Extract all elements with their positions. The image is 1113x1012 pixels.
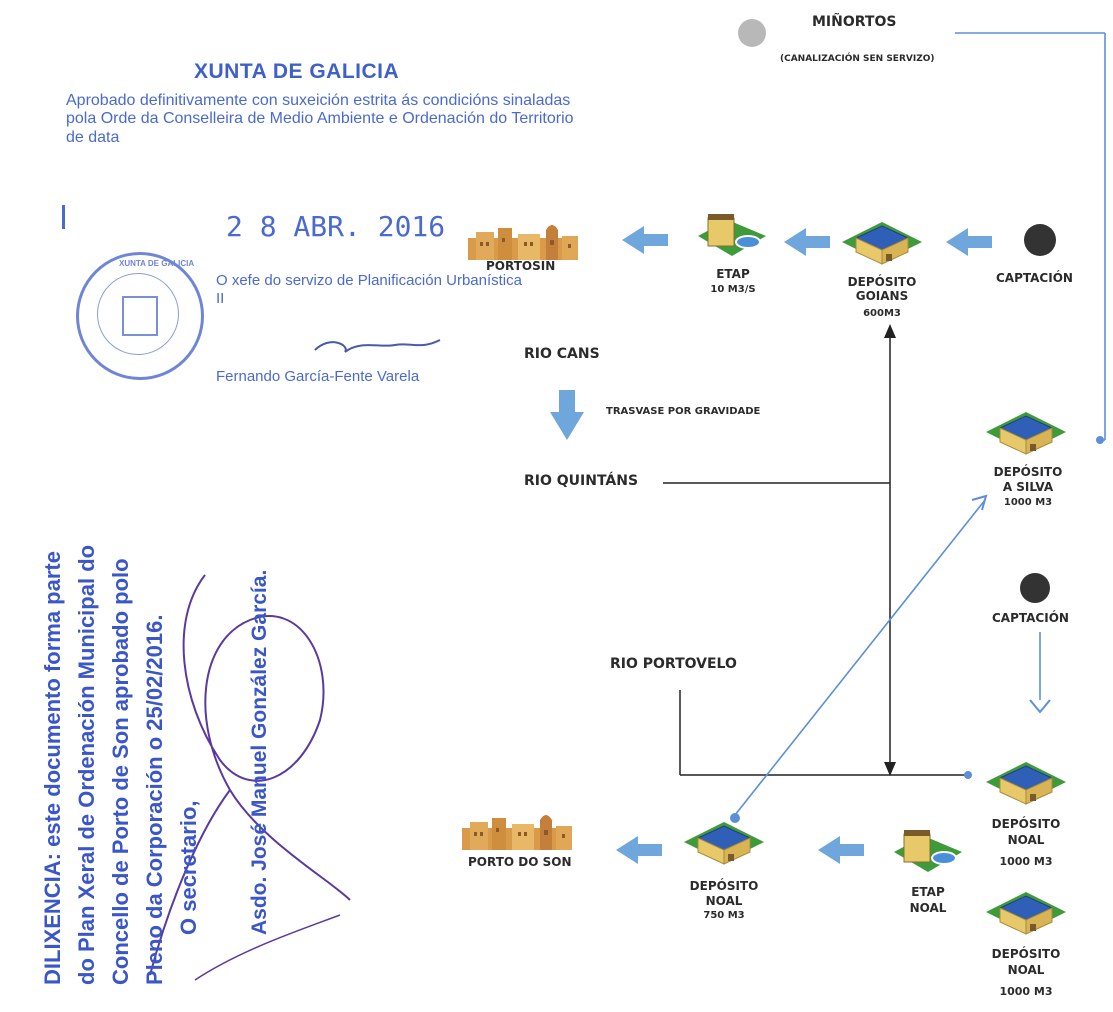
diligencia-signature: Asdo. José Manuel González García. — [248, 569, 271, 935]
diligencia-line-4: Pleno da Corporación o 25/02/2016. — [142, 614, 167, 985]
seal-inner-ring — [97, 273, 179, 355]
noal-r1-capacity: 1000 M3 — [999, 855, 1053, 868]
arrow-to-porto-do-son — [616, 836, 662, 864]
noal-r2-capacity: 1000 M3 — [999, 985, 1053, 998]
rio-cans-label: RIO CANS — [524, 346, 600, 362]
up-arrowhead — [884, 324, 896, 338]
stamp-approval-text: Aprobado definitivamente con suxeición e… — [66, 92, 574, 146]
seal-emblem-icon — [122, 296, 158, 336]
stamp-date: 2 8 ABR. 2016 — [226, 210, 446, 243]
diligencia-line-3: Concello de Porto de Son aprobado polo — [108, 558, 133, 985]
arrow-to-goians — [946, 228, 992, 256]
noal-r2-label-2: NOAL — [1007, 963, 1045, 977]
etap-noal-label-1: ETAP — [911, 885, 945, 899]
arrow-to-noal-750 — [818, 836, 864, 864]
portosin-town-icon — [468, 225, 578, 260]
diligencia-line-2: do Plan Xeral de Ordenación Municipal do — [74, 544, 99, 985]
goians-capacity: 600M3 — [863, 308, 901, 319]
etap-noal-label-2: NOAL — [909, 901, 947, 915]
etap-top-label: ETAP — [716, 267, 750, 281]
stamp-tick — [62, 205, 65, 229]
minortos-label: MIÑORTOS — [812, 14, 897, 30]
captacion-right-label: CAPTACIÓN — [992, 611, 1069, 625]
captacion-top-dot — [1024, 224, 1056, 256]
arrow-to-etap-top — [784, 228, 830, 256]
diligencia-label: DILIXENCIA: — [40, 853, 65, 985]
down-arrowhead — [884, 762, 896, 776]
portosin-label: PORTOSIN — [486, 259, 556, 273]
noal-r2-depot-icon — [985, 891, 1067, 935]
silva-label-1: DEPÓSITO — [993, 465, 1063, 479]
captacion-top-label: CAPTACIÓN — [996, 271, 1073, 285]
porto-do-son-town-icon — [462, 815, 572, 850]
arrow-to-portosin — [622, 226, 668, 254]
etap-noal-icon — [893, 829, 963, 873]
trasvase-label: TRASVASE POR GRAVIDADE — [606, 406, 761, 417]
stamp-signer-name: Fernando García-Fente Varela — [216, 368, 420, 385]
silva-label-2: A SILVA — [1002, 480, 1054, 494]
diligencia-line-1-text: este documento forma parte — [40, 551, 65, 847]
official-seal: XUNTA DE GALICIA — [76, 252, 204, 380]
minortos-note: (CANALIZACIÓN SEN SERVIZO) — [780, 54, 935, 64]
porto-do-son-label: PORTO DO SON — [468, 855, 572, 869]
signature-stamp — [314, 339, 441, 353]
noal-750-label-1: DEPÓSITO — [689, 879, 759, 893]
goians-depot-icon — [841, 221, 923, 265]
noal-750-capacity: 750 M3 — [703, 910, 745, 921]
minortos-dot — [738, 19, 766, 47]
seal-text: XUNTA DE GALICIA — [119, 259, 195, 268]
silva-depot-icon — [985, 411, 1067, 455]
rio-quintans-label: RIO QUINTÁNS — [524, 473, 639, 489]
trasvase-down-arrow — [550, 390, 584, 440]
captacion-right-dot — [1020, 573, 1050, 603]
noal-750-label-2: NOAL — [705, 894, 743, 908]
noal-r2-label-1: DEPÓSITO — [991, 947, 1061, 961]
etap-top-icon — [697, 213, 767, 257]
goians-label: DEPÓSITO GOIANS — [847, 275, 917, 303]
diligencia-line-5: O secretario, — [176, 800, 201, 935]
noal-r1-label-2: NOAL — [1007, 833, 1045, 847]
diligencia-line-1: DILIXENCIA: este documento forma parte — [40, 551, 66, 985]
stamp-role: O xefe do servizo de Planificación Urban… — [216, 272, 522, 307]
etap-top-capacity: 10 M3/S — [710, 284, 756, 295]
rio-portovelo-label: RIO PORTOVELO — [610, 656, 737, 672]
noal-r1-label-1: DEPÓSITO — [991, 817, 1061, 831]
stamp-title: XUNTA DE GALICIA — [194, 60, 400, 83]
noal-750-depot-icon — [683, 821, 765, 865]
noal-r1-depot-icon — [985, 761, 1067, 805]
signature-secretary — [149, 574, 351, 976]
silva-capacity: 1000 M3 — [1003, 497, 1053, 508]
